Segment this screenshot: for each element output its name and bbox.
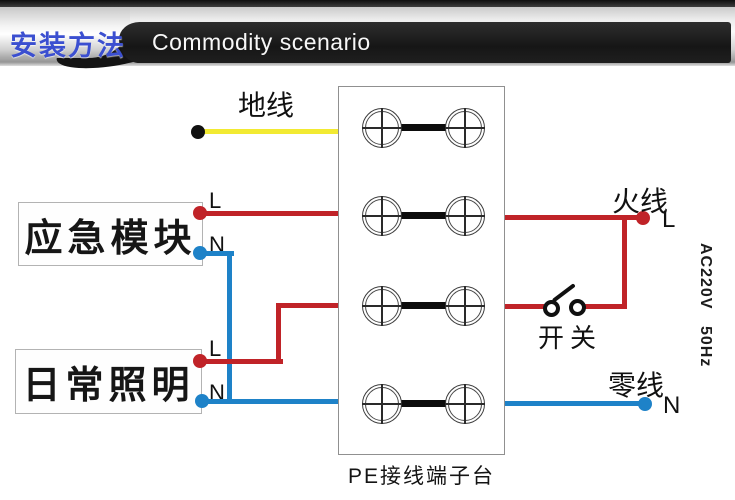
emergency-neutral-terminal-dot [193, 246, 207, 260]
header-tab [0, 5, 130, 58]
live-terminal-letter: L [662, 206, 676, 233]
terminal-screw-icon [445, 108, 485, 148]
daily-lighting-box: 日常照明 [15, 349, 202, 414]
neutral-terminal-letter: N [663, 392, 681, 419]
terminal-jumper-bar [401, 212, 448, 219]
live-branch-vertical-wire [622, 218, 627, 307]
emergency-module-box: 应急模块 [18, 202, 203, 266]
terminal-screw-icon [445, 384, 485, 424]
terminal-screw-icon [445, 286, 485, 326]
daily-neutral-terminal-label: N [209, 380, 225, 405]
terminal-screw-icon [362, 196, 402, 236]
daily-live-wire [204, 359, 283, 364]
daily-neutral-terminal-dot [195, 394, 209, 408]
neutral-wire-label: 零线 [608, 370, 665, 401]
daily-live-vertical-wire [276, 303, 281, 364]
daily-neutral-wire [204, 399, 340, 404]
header-bar: 安装方法 Commodity scenario [0, 0, 735, 75]
ground-wire [202, 129, 340, 134]
terminal-screw-icon [362, 384, 402, 424]
header-title: Commodity scenario [152, 29, 371, 55]
frequency-spec-label: 50Hz [697, 326, 714, 368]
pe-terminal-block [338, 86, 505, 455]
terminal-jumper-bar [401, 302, 448, 309]
live-wire-label: 火线 [612, 186, 669, 217]
neutral-wire-terminal-dot [638, 397, 652, 411]
emergency-live-terminal-label: L [209, 188, 222, 213]
terminal-jumper-bar [401, 400, 448, 407]
terminal-jumper-bar [401, 124, 448, 131]
switch-contact-right [569, 299, 586, 316]
header-title-band [119, 22, 731, 63]
ground-wire-endpoint-dot [191, 125, 205, 139]
terminal-block-label: PE接线端子台 [347, 465, 495, 488]
emergency-live-wire [204, 211, 340, 216]
emergency-neutral-wire [204, 251, 234, 256]
terminal-screw-icon [362, 286, 402, 326]
switch-left-wire [505, 304, 544, 309]
ground-wire-label: 地线 [238, 90, 295, 121]
switch-contact-left [543, 300, 560, 317]
daily-lighting-label: 日常照明 [22, 365, 195, 407]
emergency-live-terminal-dot [193, 206, 207, 220]
daily-live-to-block-wire [276, 303, 340, 308]
voltage-spec-label: AC220V [697, 243, 714, 310]
neutral-vertical-wire [227, 251, 232, 404]
installation-method-tab-label: 安装方法 [10, 31, 126, 61]
daily-live-terminal-label: L [209, 336, 222, 361]
header-top-strip [0, 0, 735, 7]
live-wire-horizontal [505, 215, 643, 220]
emergency-neutral-terminal-label: N [209, 232, 225, 257]
switch-right-wire [584, 304, 627, 309]
terminal-screw-icon [362, 108, 402, 148]
daily-live-terminal-dot [193, 354, 207, 368]
neutral-wire-horizontal [505, 401, 645, 406]
terminal-screw-icon [445, 196, 485, 236]
switch-label: 开关 [538, 323, 603, 353]
live-wire-terminal-dot [636, 211, 650, 225]
emergency-module-label: 应急模块 [24, 217, 197, 260]
